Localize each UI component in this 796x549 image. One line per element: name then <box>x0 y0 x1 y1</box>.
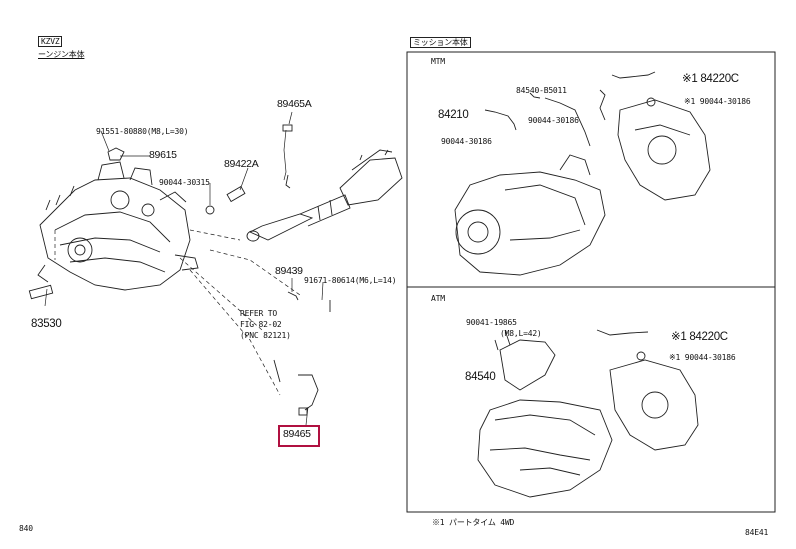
part-84220c-atm[interactable]: ※1 84220C <box>671 331 728 343</box>
refer-line-2[interactable]: FIG 82-02 <box>240 320 282 329</box>
part-84540-b5011[interactable]: 84540-B5011 <box>516 86 567 95</box>
refer-line-1[interactable]: REFER TO <box>240 309 277 318</box>
page-code-left: 840 <box>19 524 33 533</box>
part-90044-30186-atm[interactable]: ※1 90044-30186 <box>669 353 736 362</box>
exhaust-illustration <box>246 149 403 242</box>
page-code-right: 84E41 <box>745 528 769 537</box>
section-title-engine: ーンジン本体 <box>38 50 85 59</box>
footnote-part-time-4wd: ※1 パートタイム 4WD <box>432 518 515 527</box>
part-83530[interactable]: 83530 <box>31 318 62 330</box>
mtm-tag: MTM <box>431 57 445 66</box>
part-84220c-mtm[interactable]: ※1 84220C <box>682 73 739 85</box>
section-code-label: KZVZ <box>38 36 63 47</box>
part-91671-80614[interactable]: 91671-80614(M6,L=14) <box>304 276 397 285</box>
section-title-transmission: ミッション本体 <box>410 37 471 48</box>
part-90041-19865-size: (M8,L=42) <box>500 329 542 338</box>
transmission-panel-frame <box>406 51 776 513</box>
mtm-transmission-illustration <box>454 71 711 276</box>
part-90044-30315[interactable]: 90044-30315 <box>159 178 210 187</box>
part-90044-30186-mtm-top[interactable]: ※1 90044-30186 <box>684 97 751 106</box>
part-89422a[interactable]: 89422A <box>224 158 259 170</box>
part-89465-highlighted[interactable]: 89465 <box>283 428 311 440</box>
atm-transmission-illustration <box>477 329 699 498</box>
part-89615[interactable]: 89615 <box>149 149 177 161</box>
part-89465a[interactable]: 89465A <box>277 98 312 110</box>
atm-tag: ATM <box>431 294 445 303</box>
part-91551-80880[interactable]: 91551-80880(M8,L=30) <box>96 127 189 136</box>
part-89439[interactable]: 89439 <box>275 265 303 277</box>
part-90044-30186-mtm-b[interactable]: 90044-30186 <box>441 137 492 146</box>
sensor-parts <box>28 124 331 416</box>
part-90044-30186-mtm-a[interactable]: 90044-30186 <box>528 116 579 125</box>
part-90041-19865[interactable]: 90041-19865 <box>466 318 517 327</box>
part-84540[interactable]: 84540 <box>465 371 496 383</box>
highlighted-part-box <box>278 425 320 447</box>
refer-line-3[interactable]: (PNC 82121) <box>240 331 291 340</box>
part-84210[interactable]: 84210 <box>438 109 469 121</box>
engine-illustration <box>37 161 199 291</box>
